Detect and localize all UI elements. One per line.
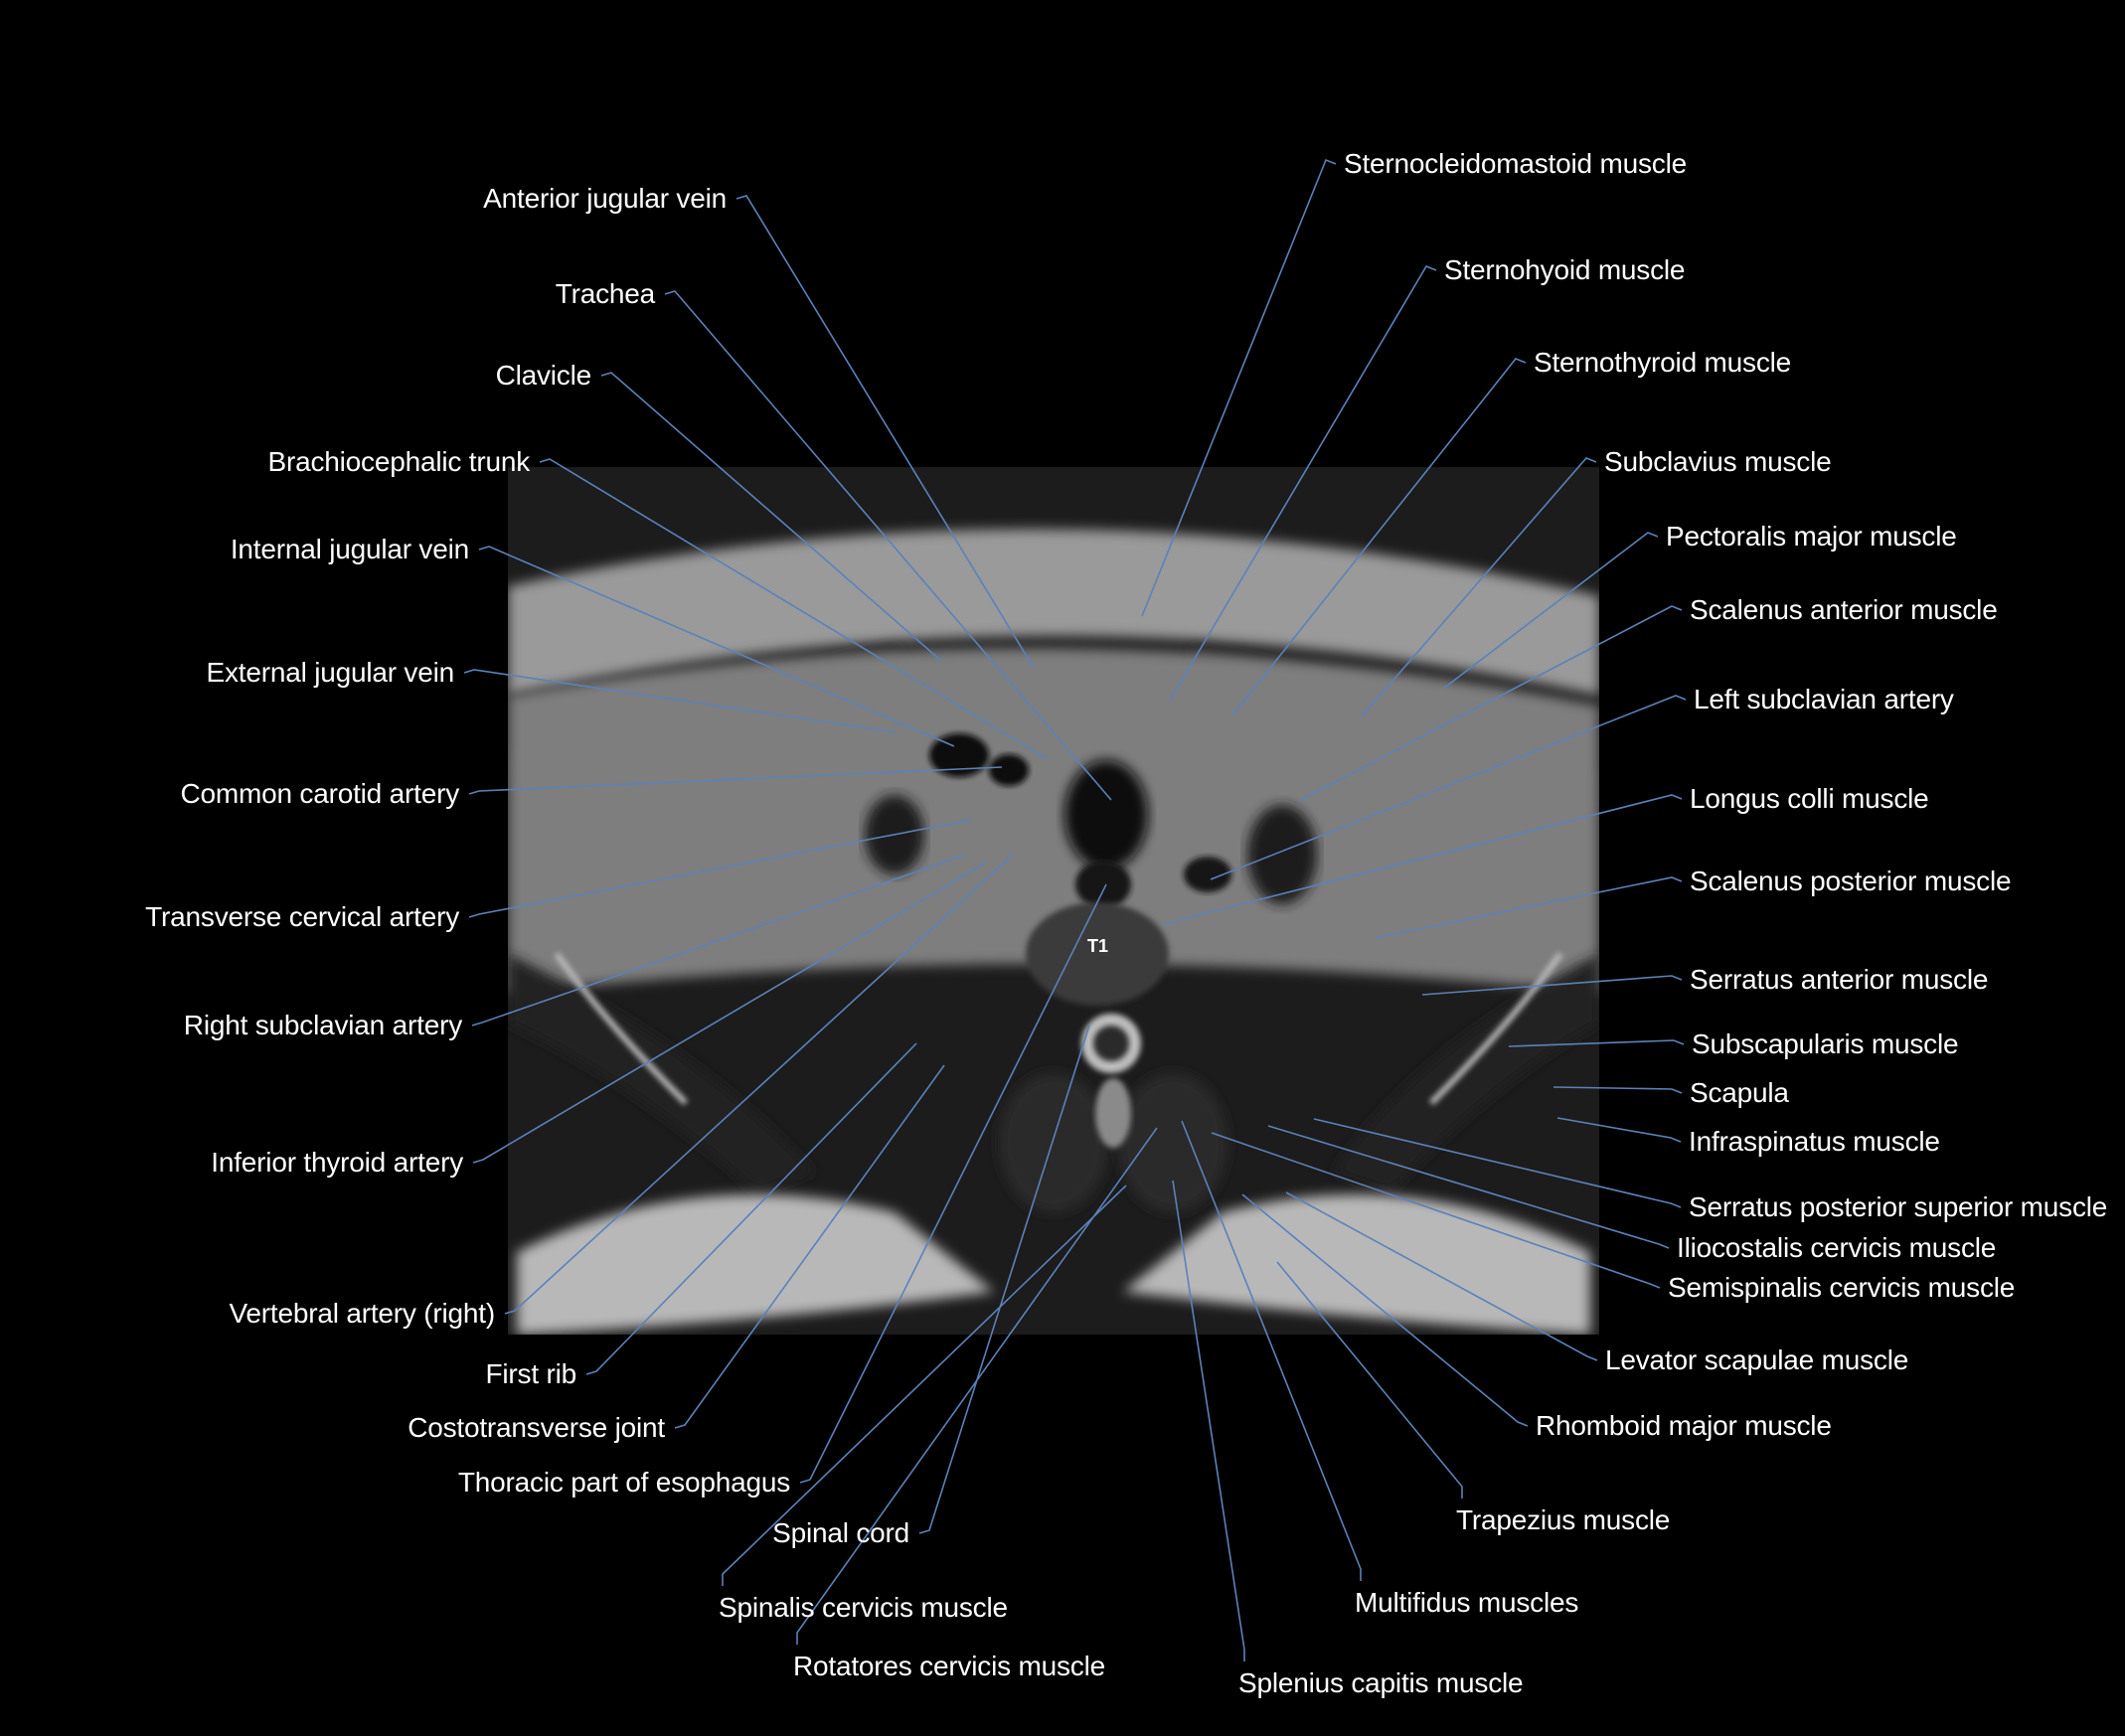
leader-line-right-subclavian-artery: [471, 855, 964, 1026]
label-levator-scapulae-muscle: Levator scapulae muscle: [1605, 1344, 1909, 1375]
label-iliocostalis-cervicis-muscle: Iliocostalis cervicis muscle: [1677, 1232, 1997, 1263]
leader-line-thoracic-part-of-esophagus: [799, 883, 1107, 1484]
leader-line-longus-colli-muscle: [1162, 794, 1683, 925]
label-sternothyroid-muscle: Sternothyroid muscle: [1534, 347, 1792, 378]
leader-line-brachiocephalic-trunk: [539, 458, 1049, 760]
label-splenius-capitis-muscle: Splenius capitis muscle: [1238, 1667, 1524, 1698]
label-infraspinatus-muscle: Infraspinatus muscle: [1689, 1126, 1940, 1157]
leader-line-trapezius-muscle: [1276, 1261, 1463, 1499]
label-first-rib: First rib: [485, 1358, 576, 1389]
leader-line-sternothyroid-muscle: [1231, 358, 1527, 716]
leader-line-infraspinatus-muscle: [1556, 1117, 1682, 1143]
leader-line-clavicle: [600, 372, 942, 662]
leader-line-rotatores-cervicis-muscle: [796, 1127, 1158, 1645]
vertebra-level-label: T1: [1087, 936, 1109, 956]
label-scalenus-anterior-muscle: Scalenus anterior muscle: [1690, 594, 1998, 625]
leader-line-iliocostalis-cervicis-muscle: [1267, 1125, 1670, 1249]
leader-lines: [463, 158, 1687, 1661]
leader-line-scalenus-posterior-muscle: [1374, 876, 1683, 939]
label-rotatores-cervicis-muscle: Rotatores cervicis muscle: [793, 1651, 1105, 1681]
label-left-subclavian-artery: Left subclavian artery: [1694, 684, 1954, 714]
leader-line-first-rib: [585, 1042, 917, 1375]
leader-line-scalenus-anterior-muscle: [1298, 605, 1683, 802]
leader-line-common-carotid-artery: [468, 766, 1003, 795]
label-semispinalis-cervicis-muscle: Semispinalis cervicis muscle: [1668, 1272, 2016, 1303]
label-vertebral-artery-right: Vertebral artery (right): [229, 1298, 495, 1329]
leader-line-semispinalis-cervicis-muscle: [1211, 1132, 1661, 1289]
label-subscapularis-muscle: Subscapularis muscle: [1692, 1028, 1959, 1059]
label-spinal-cord: Spinal cord: [772, 1517, 909, 1548]
label-pectoralis-major-muscle: Pectoralis major muscle: [1666, 521, 1957, 552]
label-serratus-anterior-muscle: Serratus anterior muscle: [1690, 964, 1989, 995]
label-multifidus-muscles: Multifidus muscles: [1355, 1587, 1579, 1618]
leader-line-pectoralis-major-muscle: [1442, 532, 1659, 690]
leader-line-serratus-anterior-muscle: [1421, 975, 1683, 996]
label-trapezius-muscle: Trapezius muscle: [1456, 1504, 1671, 1535]
label-costotransverse-joint: Costotransverse joint: [408, 1412, 665, 1443]
leader-line-levator-scapulae-muscle: [1285, 1191, 1598, 1361]
leader-line-costotransverse-joint: [674, 1064, 945, 1429]
label-internal-jugular-vein: Internal jugular vein: [230, 534, 469, 564]
leader-line-sternohyoid-muscle: [1169, 265, 1437, 702]
leader-line-sternocleidomastoid-muscle: [1141, 158, 1337, 617]
label-thoracic-part-of-esophagus: Thoracic part of esophagus: [457, 1467, 790, 1498]
leader-line-anterior-jugular-vein: [736, 195, 1035, 669]
label-clavicle: Clavicle: [495, 360, 592, 391]
leader-line-left-subclavian-artery: [1210, 695, 1687, 880]
label-transverse-cervical-artery: Transverse cervical artery: [145, 901, 459, 932]
leader-line-scapula: [1553, 1086, 1683, 1094]
leader-line-serratus-posterior-superior-muscle: [1313, 1118, 1682, 1208]
label-right-subclavian-artery: Right subclavian artery: [183, 1010, 462, 1040]
leader-line-spinalis-cervicis-muscle: [722, 1184, 1127, 1586]
label-serratus-posterior-superior-muscle: Serratus posterior superior muscle: [1689, 1191, 2108, 1222]
leader-line-splenius-capitis-muscle: [1172, 1180, 1245, 1661]
label-trachea: Trachea: [555, 278, 655, 309]
label-longus-colli-muscle: Longus colli muscle: [1690, 783, 1929, 814]
label-scapula: Scapula: [1690, 1077, 1789, 1108]
leader-line-multifidus-muscles: [1181, 1120, 1362, 1581]
label-scalenus-posterior-muscle: Scalenus posterior muscle: [1690, 866, 2012, 896]
label-external-jugular-vein: External jugular vein: [206, 657, 455, 688]
label-sternocleidomastoid-muscle: Sternocleidomastoid muscle: [1344, 148, 1687, 179]
leader-line-trachea: [664, 290, 1112, 801]
leader-line-vertebral-artery-right: [504, 855, 1013, 1315]
leader-line-inferior-thyroid-artery: [472, 862, 987, 1164]
label-common-carotid-artery: Common carotid artery: [180, 778, 459, 809]
label-brachiocephalic-trunk: Brachiocephalic trunk: [267, 446, 531, 477]
leader-line-subclavius-muscle: [1361, 457, 1597, 717]
leader-line-spinal-cord: [918, 1025, 1090, 1534]
leader-line-external-jugular-vein: [463, 669, 898, 733]
label-inferior-thyroid-artery: Inferior thyroid artery: [211, 1147, 463, 1178]
label-subclavius-muscle: Subclavius muscle: [1604, 446, 1832, 477]
leader-line-transverse-cervical-artery: [468, 819, 972, 918]
leader-line-subscapularis-muscle: [1508, 1039, 1685, 1047]
label-spinalis-cervicis-muscle: Spinalis cervicis muscle: [719, 1592, 1008, 1623]
leader-line-internal-jugular-vein: [478, 546, 955, 747]
label-rhomboid-major-muscle: Rhomboid major muscle: [1536, 1410, 1832, 1441]
label-anterior-jugular-vein: Anterior jugular vein: [483, 183, 727, 214]
label-sternohyoid-muscle: Sternohyoid muscle: [1444, 254, 1686, 285]
leader-line-rhomboid-major-muscle: [1241, 1193, 1529, 1427]
